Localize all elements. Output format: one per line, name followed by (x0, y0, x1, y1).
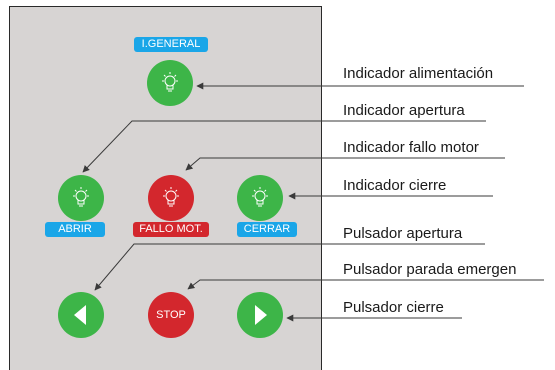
indicator-cierre (237, 175, 283, 221)
tag-cerrar: CERRAR (237, 222, 297, 237)
arrow-right-icon (255, 305, 267, 325)
bulb-icon (163, 187, 179, 207)
label-indicador-apertura: Indicador apertura (343, 102, 465, 119)
bulb-icon (73, 187, 89, 207)
indicator-fallo-motor (148, 175, 194, 221)
arrow-left-icon (74, 305, 86, 325)
label-pulsador-parada: Pulsador parada emergen (343, 261, 517, 278)
callout-line-pulsador-apertura (94, 243, 485, 291)
bulb-icon (252, 187, 268, 207)
tag-fallo-motor: FALLO MOT. (133, 222, 209, 237)
indicator-apertura (58, 175, 104, 221)
indicator-general (147, 60, 193, 106)
button-apertura[interactable] (58, 292, 104, 338)
label-indicador-cierre: Indicador cierre (343, 177, 447, 194)
stop-label: STOP (156, 309, 186, 321)
label-pulsador-cierre: Pulsador cierre (343, 299, 444, 316)
label-pulsador-apertura: Pulsador apertura (343, 225, 463, 242)
callout-line-apertura (82, 120, 486, 173)
tag-abrir: ABRIR (45, 222, 105, 237)
bulb-icon (162, 72, 178, 92)
button-cierre[interactable] (237, 292, 283, 338)
label-indicador-alimentacion: Indicador alimentación (343, 65, 494, 82)
tag-general: I.GENERAL (134, 37, 208, 52)
callout-line-fallo (185, 157, 505, 171)
button-stop[interactable]: STOP (148, 292, 194, 338)
callout-line-pulsador-parada (187, 279, 544, 290)
label-indicador-fallo-motor: Indicador fallo motor (343, 139, 479, 156)
